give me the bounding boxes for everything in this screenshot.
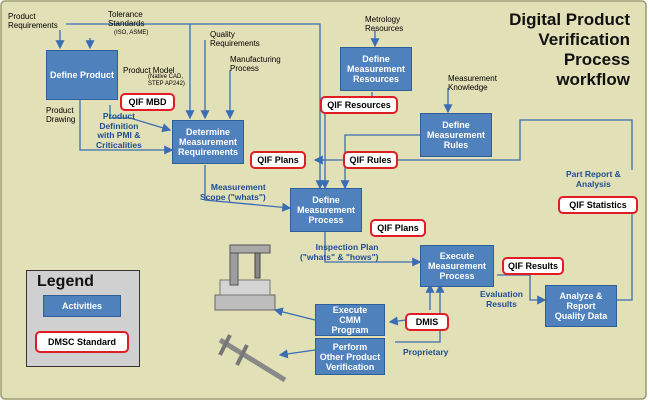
standard-qif-plans-2[interactable]: QIF Plans — [370, 219, 426, 237]
label-product-drawing: Product Drawing — [46, 106, 76, 124]
label-tolerance-standards: Tolerance Standards — [108, 10, 145, 28]
arrow-rules-to-process — [340, 134, 420, 190]
arrow-scope-to-process — [204, 165, 292, 212]
label-part-report: Part Report & Analysis — [566, 169, 621, 189]
activity-define-rules[interactable]: Define Measurement Rules — [420, 113, 492, 157]
arrow-other-to-device — [278, 349, 316, 359]
arrow-drawing-to-determine — [79, 100, 174, 155]
activity-define-process[interactable]: Define Measurement Process — [290, 188, 362, 232]
label-measurement-scope: Measurement Scope ("whats") — [200, 182, 266, 202]
arrow-results-to-analyze — [497, 274, 547, 305]
label-metrology-resources: Metrology Resources — [365, 15, 404, 33]
label-quality-requirements: Quality Requirements — [210, 30, 260, 48]
activity-define-product[interactable]: Define Product — [46, 50, 118, 100]
arrow-other-to-execute — [395, 283, 445, 343]
label-measurement-knowledge: Measurement Knowledge — [448, 74, 497, 92]
legend-title: Legend — [37, 273, 94, 290]
legend: Legend Activities DMSC Standard — [26, 270, 140, 367]
label-inspection-plan: Inspection Plan ("whats" & "hows") — [300, 242, 379, 262]
label-product-model-sub: (Native CAD, STEP AP242) — [148, 74, 185, 87]
arrow-top-bus-to-process — [66, 23, 325, 190]
standard-qif-statistics[interactable]: QIF Statistics — [558, 196, 638, 214]
label-product-model: Product Model — [123, 66, 175, 75]
label-manufacturing-process: Manufacturing Process — [230, 55, 281, 73]
activity-execute-cmm[interactable]: Execute CMM Program — [315, 304, 385, 336]
standard-qif-results[interactable]: QIF Results — [502, 257, 564, 275]
activity-determine-requirements[interactable]: Determine Measurement Requirements — [172, 120, 244, 164]
label-tolerance-sub: (ISO, ASME) — [114, 30, 149, 36]
activity-perform-other[interactable]: Perform Other Product Verification — [315, 338, 385, 375]
legend-standard: DMSC Standard — [35, 331, 129, 353]
activity-define-resources[interactable]: Define Measurement Resources — [340, 47, 412, 91]
legend-activities: Activities — [43, 295, 121, 317]
standard-dmis[interactable]: DMIS — [405, 313, 449, 331]
arrow-mbd-to-determine — [109, 105, 172, 133]
arrow-plan-to-execute — [324, 232, 422, 267]
standard-qif-plans-1[interactable]: QIF Plans — [250, 151, 306, 169]
label-product-requirements: Product Requirements — [8, 12, 58, 30]
label-evaluation-results: Evaluation Results — [480, 289, 523, 309]
cmm-machine-icon — [214, 244, 276, 311]
arrow-cmm-to-device — [273, 307, 316, 321]
label-product-definition: Product Definition with PMI & Criticalit… — [96, 111, 142, 150]
activity-execute-process[interactable]: Execute Measurement Process — [420, 245, 494, 287]
label-proprietary: Proprietary — [403, 347, 449, 357]
standard-qif-mbd[interactable]: QIF MBD — [120, 93, 175, 111]
standard-qif-resources[interactable]: QIF Resources — [320, 96, 398, 114]
arrow-feedback-to-process — [313, 119, 633, 170]
activity-analyze-report[interactable]: Analyze & Report Quality Data — [545, 285, 617, 327]
standard-qif-rules[interactable]: QIF Rules — [343, 151, 398, 169]
arrow-report-up — [610, 198, 637, 301]
diagram-title: Digital Product Verification Process wor… — [509, 10, 630, 89]
caliper-icon — [218, 334, 287, 383]
